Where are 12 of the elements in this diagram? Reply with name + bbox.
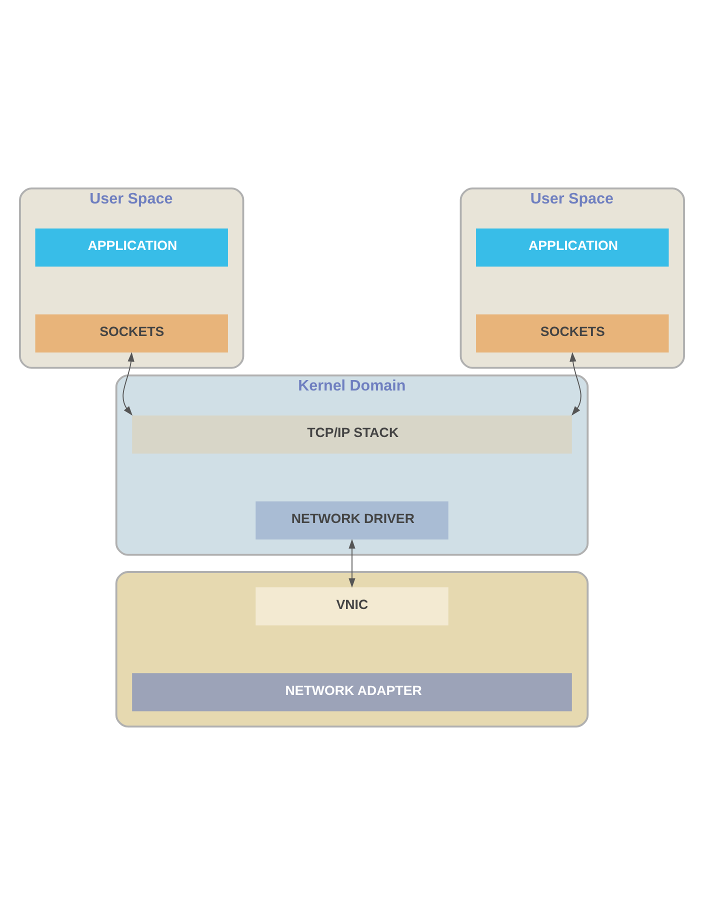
node-box: SOCKETS [35,314,228,353]
cluster [115,571,589,728]
node-box: VNIC [256,587,448,626]
node-box: APPLICATION [476,228,669,267]
arrow [348,539,356,588]
node-box: APPLICATION [35,228,228,267]
arrow [570,352,582,416]
node-box: TCP/IP STACK [132,416,572,454]
node-box: NETWORK ADAPTER [132,673,572,712]
arrow [122,352,134,416]
node-box: SOCKETS [476,314,669,353]
node-box: NETWORK DRIVER [256,501,448,540]
